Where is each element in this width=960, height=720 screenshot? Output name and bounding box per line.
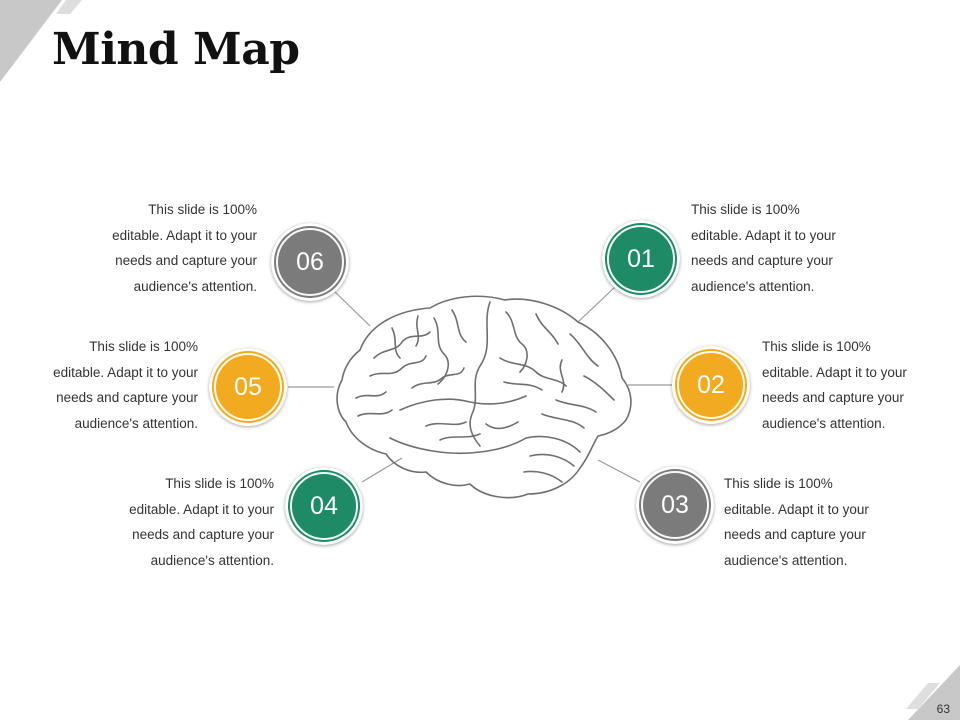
description-line: This slide is 100%	[148, 202, 257, 217]
description-line: needs and capture your	[56, 390, 198, 405]
node-04-description: This slide is 100% editable. Adapt it to…	[99, 471, 274, 573]
corner-decoration-bottom-right	[906, 665, 960, 720]
node-03: 03	[636, 466, 714, 544]
node-label: 04	[310, 491, 338, 520]
page-number: 63	[936, 702, 950, 716]
node-06-description: This slide is 100% editable. Adapt it to…	[82, 197, 257, 299]
connector-04	[361, 457, 403, 483]
description-line: editable. Adapt it to your	[724, 501, 869, 517]
description-line: audience's attention.	[762, 415, 886, 431]
connector-03	[597, 459, 641, 483]
description-line: needs and capture your	[724, 527, 866, 542]
description-line: editable. Adapt it to your	[53, 364, 198, 380]
description-line: This slide is 100%	[762, 339, 871, 354]
description-line: This slide is 100%	[691, 202, 800, 217]
connector-01	[577, 286, 616, 323]
node-02: 02	[672, 346, 750, 424]
description-line: This slide is 100%	[89, 339, 198, 354]
node-label: 02	[697, 370, 725, 399]
node-06: 06	[271, 223, 349, 301]
node-01-description: This slide is 100% editable. Adapt it to…	[691, 197, 866, 299]
description-line: needs and capture your	[762, 390, 904, 405]
node-label: 06	[296, 247, 324, 276]
description-line: needs and capture your	[132, 527, 274, 542]
description-line: needs and capture your	[115, 253, 257, 268]
node-05: 05	[209, 348, 287, 426]
node-02-description: This slide is 100% editable. Adapt it to…	[762, 334, 937, 436]
description-line: editable. Adapt it to your	[691, 227, 836, 243]
corner-decoration-top-left	[0, 0, 82, 82]
node-01: 01	[602, 220, 680, 298]
node-label: 05	[234, 372, 262, 401]
description-line: editable. Adapt it to your	[762, 364, 907, 380]
node-label: 03	[661, 490, 689, 519]
slide-title: Mind Map	[52, 24, 300, 75]
node-04: 04	[285, 467, 363, 545]
description-line: editable. Adapt it to your	[112, 227, 257, 243]
description-line: audience's attention.	[724, 552, 848, 568]
description-line: audience's attention.	[150, 552, 274, 568]
connector-06	[332, 289, 371, 327]
description-line: audience's attention.	[133, 278, 257, 294]
description-line: This slide is 100%	[165, 476, 274, 491]
description-line: needs and capture your	[691, 253, 833, 268]
node-label: 01	[627, 244, 655, 273]
description-line: audience's attention.	[74, 415, 198, 431]
node-05-description: This slide is 100% editable. Adapt it to…	[23, 334, 198, 436]
brain-illustration	[336, 295, 632, 499]
description-line: editable. Adapt it to your	[129, 501, 274, 517]
description-line: audience's attention.	[691, 278, 815, 294]
node-03-description: This slide is 100% editable. Adapt it to…	[724, 471, 899, 573]
description-line: This slide is 100%	[724, 476, 833, 491]
